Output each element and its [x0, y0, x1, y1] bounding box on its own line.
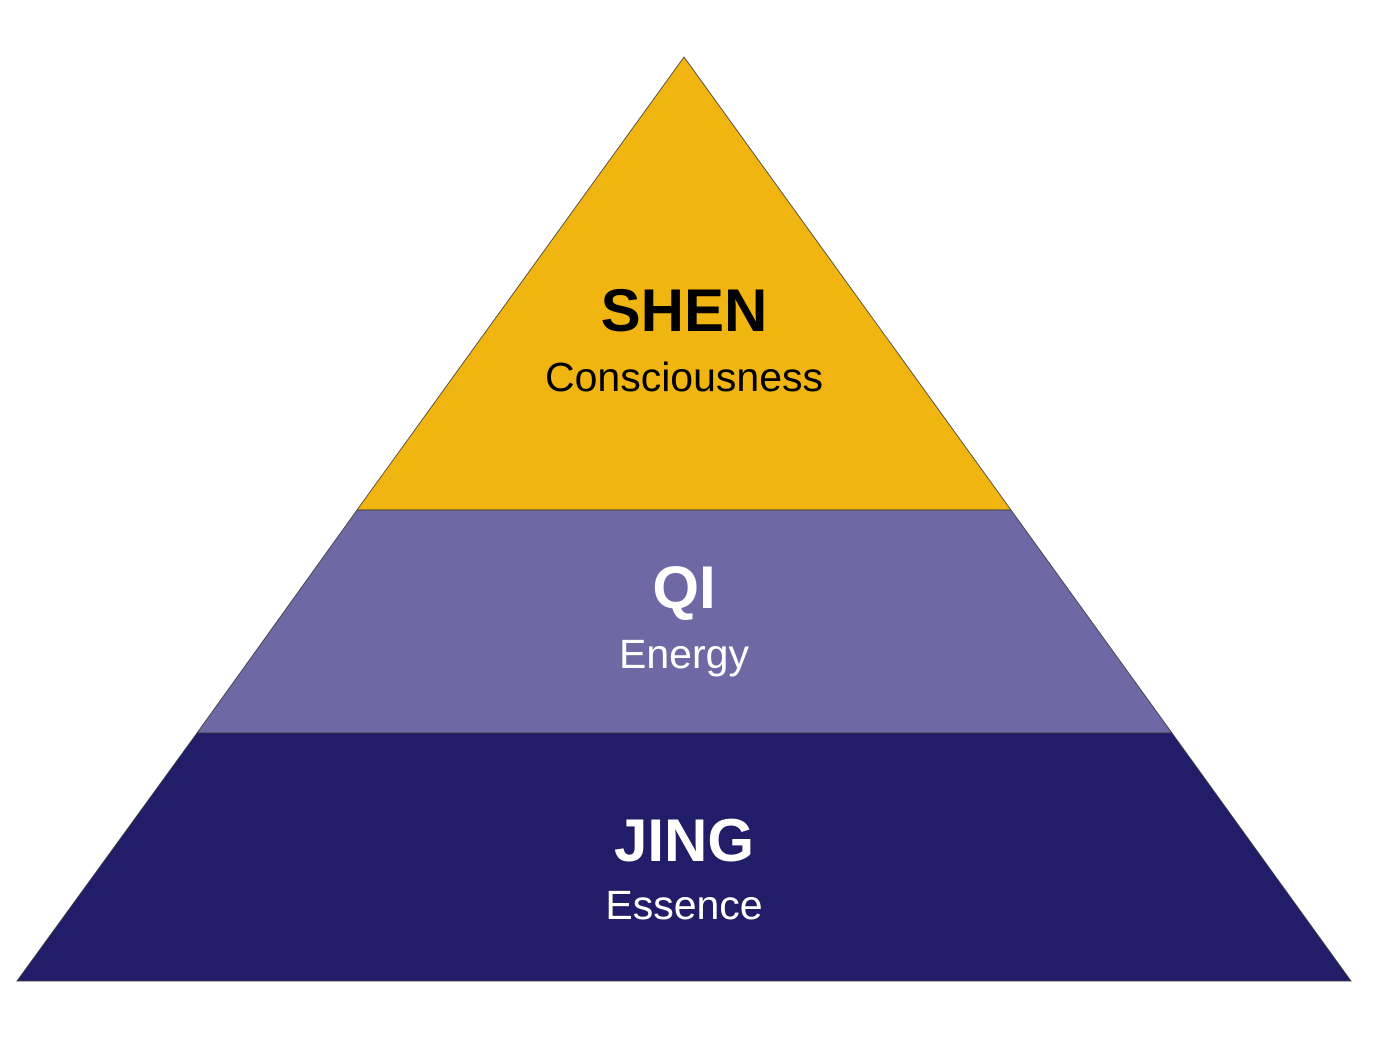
tier-jing-title: JING: [614, 807, 754, 874]
tier-qi-shape: [196, 509, 1173, 734]
tier-qi-title: QI: [652, 554, 715, 621]
tier-jing-shape: [16, 732, 1352, 982]
tier-shen-subtitle: Consciousness: [545, 354, 823, 400]
tier-qi-subtitle: Energy: [619, 631, 749, 677]
tier-shen-title: SHEN: [601, 277, 768, 344]
tier-jing-subtitle: Essence: [605, 882, 762, 928]
pyramid-tier-jing: JING Essence: [16, 732, 1352, 982]
pyramid-tier-shen: SHEN Consciousness: [356, 56, 1012, 511]
pyramid-tier-qi: QI Energy: [196, 509, 1173, 734]
